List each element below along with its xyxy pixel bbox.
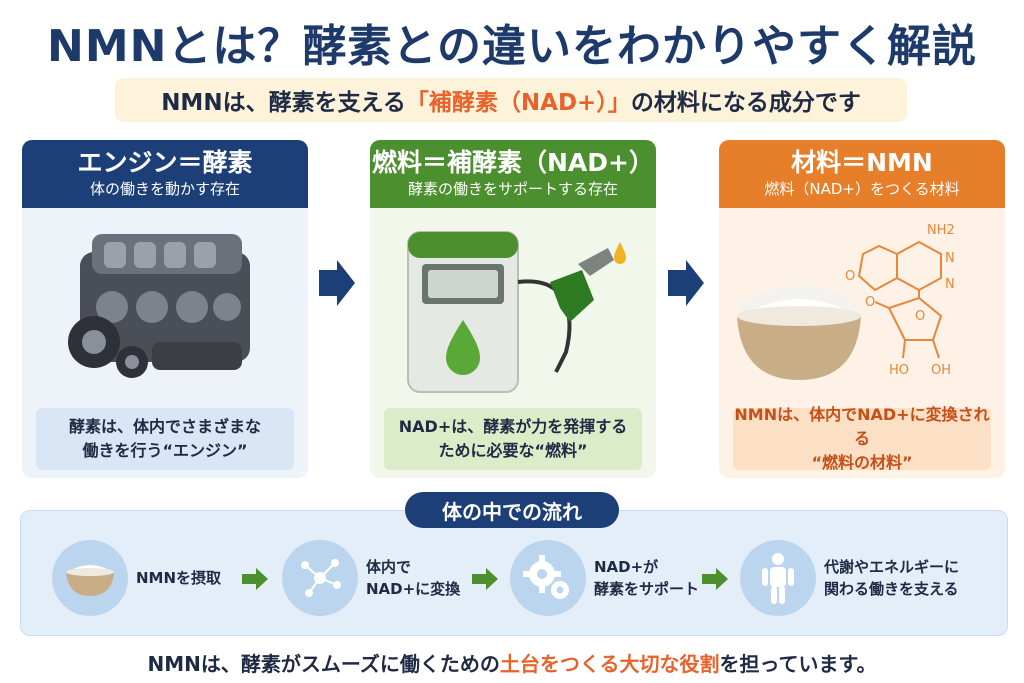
- engine-card: エンジン＝酵素 体の働きを動かす存在 酵素は、体内でさまざまな働きを行う“エンジ…: [22, 140, 308, 478]
- flow-step-line2: 関わる働きを支える: [824, 580, 959, 598]
- fuel-card-caption: NAD+は、酵素が力を発揮するために必要な“燃料”: [384, 408, 642, 470]
- network-icon: [282, 540, 358, 616]
- fuel-caption-line2: ために必要な“燃料”: [438, 441, 588, 460]
- flow-step-support: NAD+が酵素をサポート: [510, 540, 699, 616]
- subtitle-pre: NMNは、酵素を支える: [161, 90, 406, 116]
- flow-step-ingest: NMNを摂取: [52, 540, 221, 616]
- molecule-label: HO: [889, 363, 909, 378]
- flow-step-line1: 代謝やエネルギーに: [824, 558, 960, 576]
- gears-icon: [510, 540, 586, 616]
- fuel-card-subtitle: 酵素の働きをサポートする存在: [407, 180, 618, 198]
- molecule-label: O: [845, 269, 855, 284]
- nmn-card-caption: NMNは、体内でNAD+に変換される “燃料の材料”: [733, 405, 991, 472]
- nmn-card-title: 材料＝NMN: [791, 148, 933, 177]
- title-part2: 酵素との違いをわかりやすく解説: [302, 21, 977, 72]
- arrow-right-icon: [242, 568, 268, 590]
- engine-icon: [68, 234, 250, 378]
- bottom-pre: NMNは、酵素がスムーズに働くための: [147, 652, 500, 676]
- subtitle-highlight: 「補酵素（NAD+）」: [405, 90, 631, 116]
- flow-step-label: NAD+が酵素をサポート: [594, 556, 699, 600]
- subtitle-banner: NMNは、酵素を支える「補酵素（NAD+）」の材料になる成分です: [115, 78, 907, 122]
- page-title: NMNとは？酵素との違いをわかりやすく解説: [0, 10, 1024, 74]
- fuel-card-header: 燃料＝補酵素（NAD+） 酵素の働きをサポートする存在: [370, 140, 656, 208]
- arrow-right-icon: [319, 260, 355, 306]
- engine-caption-line1: 酵素は、体内でさまざまな: [68, 417, 261, 436]
- flow-step-line1: NMNを摂取: [136, 569, 222, 587]
- nmn-caption-line1: NMNは、体内でNAD+に変換される: [734, 405, 990, 448]
- flow-step-label: 体内で NAD+に変換: [366, 556, 460, 600]
- fuel-card-title: 燃料＝補酵素（NAD+）: [372, 148, 654, 177]
- nmn-card: 材料＝NMN 燃料（NAD+）をつくる材料 NH2 O N N O O HO O…: [719, 140, 1005, 478]
- powder-bowl-icon: NH2 O N N O O HO OH: [737, 223, 955, 380]
- flow-step-line2: NAD+に変換: [366, 580, 461, 598]
- molecule-label: O: [865, 295, 875, 310]
- title-part1: NMNとは？: [47, 21, 303, 72]
- engine-caption-line2: 働きを行う“エンジン”: [82, 441, 248, 460]
- engine-card-caption: 酵素は、体内でさまざまな働きを行う“エンジン”: [36, 408, 294, 470]
- subtitle-post: の材料になる成分です: [630, 90, 861, 116]
- bottom-summary: NMNは、酵素がスムーズに働くための土台をつくる大切な役割を担っています。: [0, 648, 1024, 677]
- fuel-card: 燃料＝補酵素（NAD+） 酵素の働きをサポートする存在 NAD+は、酵素が力を発…: [370, 140, 656, 478]
- flow-step-line1: 体内で: [366, 558, 412, 576]
- flow-step-convert: 体内で NAD+に変換: [282, 540, 460, 616]
- flow-title: 体の中での流れ: [405, 492, 619, 528]
- arrow-right-icon: [472, 568, 498, 590]
- fuel-pump-icon: [407, 231, 626, 393]
- molecule-label: O: [915, 309, 925, 324]
- molecule-label: NH2: [927, 223, 955, 238]
- flow-step-label: 代謝やエネルギーに関わる働きを支える: [824, 556, 959, 600]
- molecule-label: OH: [931, 363, 951, 378]
- powder-bowl-icon: [52, 540, 128, 616]
- engine-card-title: エンジン＝酵素: [77, 148, 253, 177]
- bottom-highlight: 土台をつくる大切な役割: [499, 652, 720, 676]
- molecule-label: N: [945, 277, 955, 292]
- fuel-caption-line1: NAD+は、酵素が力を発揮する: [398, 417, 628, 436]
- arrow-right-icon: [702, 568, 728, 590]
- nmn-card-header: 材料＝NMN 燃料（NAD+）をつくる材料: [719, 140, 1005, 208]
- bottom-post: を担っています。: [719, 652, 877, 676]
- engine-card-subtitle: 体の働きを動かす存在: [89, 180, 240, 198]
- flow-step-line1: NAD+が: [594, 558, 659, 576]
- nmn-caption-line2: “燃料の材料”: [811, 453, 913, 472]
- arrow-right-icon: [668, 260, 704, 306]
- engine-card-header: エンジン＝酵素 体の働きを動かす存在: [22, 140, 308, 208]
- flow-step-label: NMNを摂取: [136, 567, 221, 589]
- flow-step-line2: 酵素をサポート: [594, 580, 700, 598]
- molecule-label: N: [945, 251, 955, 266]
- nmn-card-subtitle: 燃料（NAD+）をつくる材料: [764, 180, 960, 198]
- flow-step-metabolism: 代謝やエネルギーに関わる働きを支える: [740, 540, 959, 616]
- human-body-icon: [740, 540, 816, 616]
